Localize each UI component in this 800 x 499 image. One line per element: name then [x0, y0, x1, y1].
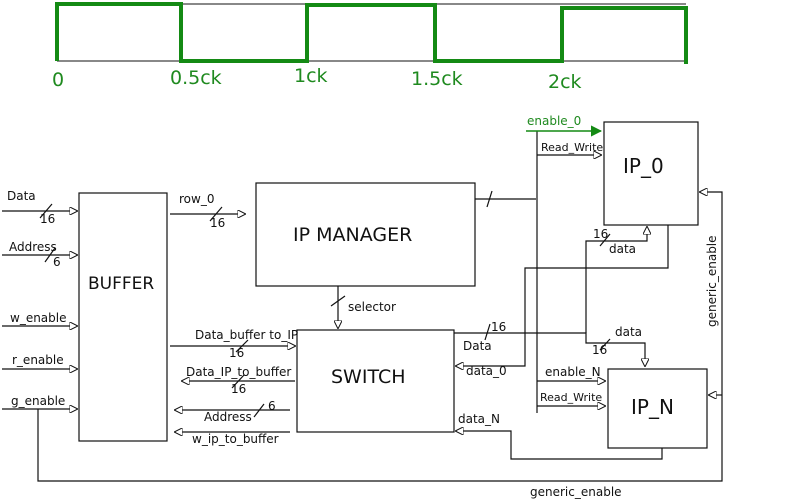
- address-input-label: Address: [9, 240, 57, 254]
- row-0-bus-slash: [209, 206, 223, 222]
- ip-n-block: [607, 368, 708, 449]
- clock-waveform: 0 0.5ck 1ck 1.5ck 2ck: [52, 2, 688, 93]
- switch-block: [296, 329, 455, 433]
- read-write-n-label: Read_Write: [540, 391, 602, 404]
- buffer-label: BUFFER: [88, 274, 154, 294]
- ip-0-block: [603, 121, 699, 226]
- ip-0-data-width: 16: [593, 227, 608, 241]
- row-0-connection: row_0 16: [170, 192, 245, 230]
- clock-tick-0-5: 0.5ck: [170, 67, 222, 89]
- clock-signal: [55, 2, 688, 64]
- data-ip-to-buffer-slash: [231, 374, 245, 389]
- ip-n-data-label: data: [615, 325, 642, 339]
- ip-0-data-label: data: [609, 242, 636, 256]
- ip-manager-bus: enable_0 Read_Write enable_N Read_Write: [475, 114, 605, 413]
- buffer-inputs: Data 16 Address 6 w_enable r_enable g_en…: [2, 189, 77, 409]
- generic-enable-bottom-label: generic_enable: [530, 485, 622, 499]
- data-n-return-wire: [456, 431, 663, 460]
- data-input-width: 16: [40, 212, 55, 226]
- buffer-switch-connections: Data_buffer to_IP 16 Data_IP_to_buffer 1…: [170, 328, 298, 446]
- data-input-label: Data: [7, 189, 36, 203]
- clock-tick-1: 1ck: [294, 65, 328, 87]
- switch-data-label: Data: [463, 339, 492, 353]
- enable-n-label: enable_N: [545, 365, 601, 379]
- generic-enable-vertical-label: generic_enable: [705, 235, 719, 327]
- clock-tick-2: 2ck: [548, 71, 582, 93]
- buffer-block: [78, 192, 168, 442]
- generic-enable-wire: [37, 192, 723, 482]
- enable-0-label: enable_0: [527, 114, 581, 128]
- clock-tick-0: 0: [52, 69, 64, 91]
- data-ip-to-buffer-label: Data_IP_to_buffer: [186, 365, 291, 379]
- g-enable-label: g_enable: [11, 394, 65, 408]
- switch-data-slash: [484, 323, 491, 341]
- ip-0-data-slash: [599, 233, 611, 247]
- ip-0-data-in-wire: [585, 227, 647, 333]
- data-0-label: data_0: [466, 364, 507, 378]
- data-buffer-to-ip-width: 16: [229, 346, 244, 360]
- selector-bus-slash: [330, 295, 346, 307]
- row-0-width: 16: [210, 216, 225, 230]
- switch-data-width: 16: [491, 320, 506, 334]
- data-bus-slash: [39, 203, 53, 219]
- data-buffer-to-ip-label: Data_buffer to_IP: [195, 328, 298, 342]
- data-0-return-wire: [456, 225, 669, 366]
- switch-ip-data-paths: 16 Data 16 data data 16 data_0 data_N: [454, 225, 669, 460]
- ip-manager-out-slash: [486, 190, 493, 208]
- ip-n-data-slash: [599, 338, 611, 351]
- ip-manager-block: [255, 182, 476, 287]
- ip-n-label: IP_N: [631, 395, 674, 419]
- ip-manager-label: IP MANAGER: [293, 224, 412, 246]
- data-ip-to-buffer-width: 16: [231, 382, 246, 396]
- switch-label: SWITCH: [331, 366, 406, 388]
- switch-data-out-wire: [454, 332, 645, 366]
- address-input-width: 6: [53, 255, 61, 269]
- read-write-0-label: Read_Write: [541, 141, 603, 154]
- r-enable-label: r_enable: [12, 353, 64, 367]
- selector-connection: selector: [330, 286, 396, 328]
- switch-address-label: Address: [204, 410, 252, 424]
- data-n-label: data_N: [458, 412, 500, 426]
- ip-n-data-width: 16: [592, 343, 607, 357]
- address-bus-slash: [44, 247, 56, 263]
- row-0-label: row_0: [179, 192, 214, 206]
- switch-address-width: 6: [268, 399, 276, 413]
- generic-enable-loop: generic_enable generic_enable: [37, 192, 723, 499]
- w-ip-to-buffer-label: w_ip_to_buffer: [192, 432, 279, 446]
- selector-label: selector: [348, 300, 396, 314]
- switch-address-slash: [253, 403, 265, 418]
- ip-0-label: IP_0: [623, 154, 664, 178]
- data-buffer-to-ip-slash: [235, 339, 249, 353]
- w-enable-label: w_enable: [10, 311, 67, 325]
- clock-tick-1-5: 1.5ck: [411, 68, 463, 90]
